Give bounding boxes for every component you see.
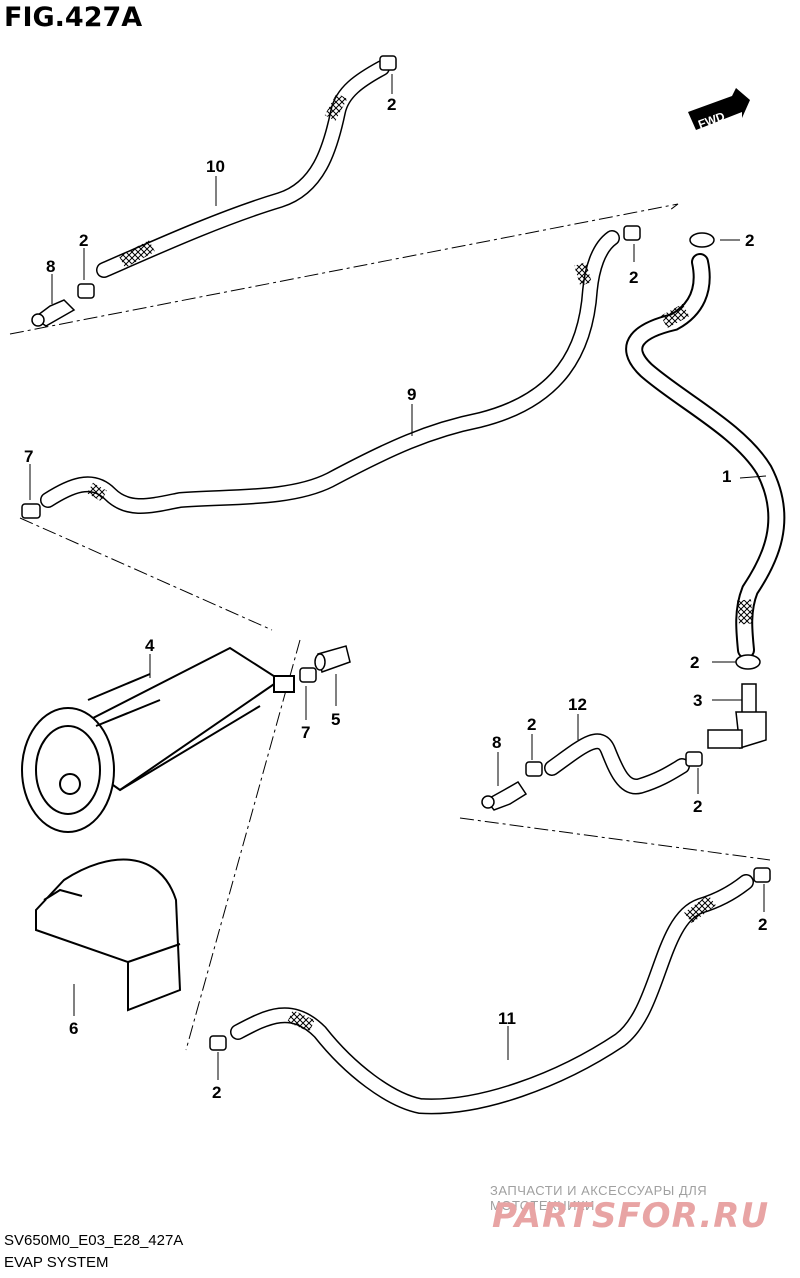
fwd-badge: FWD — [688, 88, 750, 132]
callout-9: 9 — [407, 385, 416, 404]
clamp — [525, 761, 543, 777]
clamp — [299, 667, 317, 683]
clamp — [689, 232, 715, 248]
callout-10: 10 — [206, 157, 225, 176]
connector-8-upper — [31, 299, 76, 327]
figure-title: FIG.427A — [4, 2, 143, 33]
hose-1 — [625, 253, 786, 659]
phantom-lines — [9, 203, 771, 1051]
callout-8: 8 — [46, 257, 55, 276]
callout-1: 1 — [722, 467, 731, 486]
callout-2: 2 — [693, 797, 702, 816]
hose-9 — [40, 230, 620, 514]
clamp — [735, 654, 761, 670]
callout-2: 2 — [527, 715, 536, 734]
callout-5: 5 — [331, 710, 340, 729]
watermark-logo: PARTSFOR.RU — [492, 1196, 770, 1236]
callout-2: 2 — [690, 653, 699, 672]
clamp — [753, 867, 771, 883]
watermark-tagline: ЗАПЧАСТИ И АКСЕССУАРЫ ДЛЯ МОТОТЕХНИКИ — [490, 1183, 708, 1213]
hose-10 — [96, 60, 390, 278]
clamp — [685, 751, 703, 767]
diagram-subtitle: EVAP SYSTEM — [4, 1254, 109, 1271]
callout-12: 12 — [568, 695, 587, 714]
callout-4: 4 — [145, 636, 155, 655]
hose-11 — [230, 874, 754, 1115]
hose-12 — [544, 733, 690, 795]
clamp — [21, 503, 41, 519]
callout-7: 7 — [24, 447, 33, 466]
callout-11: 11 — [498, 1009, 516, 1028]
clamp — [209, 1035, 227, 1051]
canister-4 — [21, 646, 295, 833]
connector-8-lower — [481, 781, 528, 811]
leader-lines — [29, 74, 767, 1080]
callout-8: 8 — [492, 733, 501, 752]
callout-2: 2 — [79, 231, 88, 250]
clamp — [623, 225, 641, 241]
callout-2: 2 — [745, 231, 754, 250]
clamp — [77, 283, 95, 299]
callout-7: 7 — [301, 723, 310, 742]
clamp — [379, 55, 397, 71]
callout-2: 2 — [758, 915, 767, 934]
pipe-5 — [314, 645, 351, 673]
callout-2: 2 — [629, 268, 638, 287]
bracket-6 — [35, 858, 182, 1012]
callout-3: 3 — [693, 691, 702, 710]
diagram-code: SV650M0_E03_E28_427A — [4, 1232, 184, 1249]
callout-6: 6 — [69, 1019, 78, 1038]
clamps — [21, 55, 771, 1051]
callout-2: 2 — [387, 95, 396, 114]
callout-2: 2 — [212, 1083, 221, 1102]
joint-3 — [707, 683, 767, 749]
